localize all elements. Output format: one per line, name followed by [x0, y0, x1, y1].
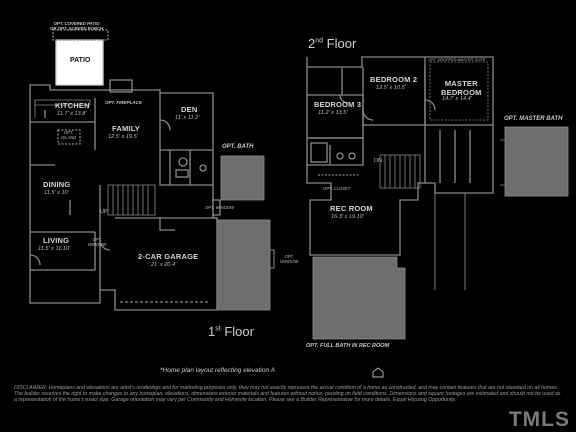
dn-label: DN: [374, 158, 382, 164]
opt-window-living-label: OPT. WINDOW: [88, 237, 107, 247]
rec-room-name: REC ROOM: [330, 204, 373, 213]
patio-block: [55, 39, 104, 86]
bedroom3-dim: 11.2' x 13.5': [318, 110, 348, 116]
master-name: MASTER BEDROOM: [441, 79, 482, 97]
opt-master-bath-label: OPT. MASTER BATH: [504, 116, 563, 122]
patio-label: PATIO: [70, 57, 91, 64]
kitchen-dim: 11.7' x 13.8': [57, 111, 87, 117]
garage-name: 2-CAR GARAGE: [138, 252, 199, 261]
equal-housing-icon: [372, 367, 384, 378]
up-label: UP: [100, 209, 108, 215]
plan-caption: *Home plan layout reflecting elevation A: [160, 367, 276, 374]
bedroom3-name: BEDROOM 3: [314, 100, 362, 109]
mls-logo: TMLS: [508, 408, 570, 431]
opt-bath-block: [220, 155, 265, 201]
dining-name: DINING: [43, 180, 71, 189]
opt-drapes-label: OPT. DROPPED MASTER SUITE: [428, 58, 486, 62]
opt-island-label: OPT. ISLAND: [61, 130, 77, 140]
bedroom2-dim: 12.5' x 10.5': [376, 85, 406, 91]
opt-window-garage-label: OPT. WINDOW: [280, 254, 299, 264]
floor1-title: 1st Floor: [208, 324, 254, 339]
den-name: DEN: [181, 105, 198, 114]
garage-dim: 21' x 20.4': [151, 262, 177, 268]
living-name: LIVING: [43, 236, 70, 245]
opt-fireplace-label: OPT. FIREPLACE: [105, 100, 142, 105]
disclaimer-text: DISCLAIMER: Homeplans and elevations are…: [14, 385, 561, 404]
opt-master-bath-block: [504, 126, 569, 197]
opt-closet-label: OPT. CLOSET: [323, 186, 351, 191]
floor2-title: 2nd Floor: [308, 36, 357, 51]
rec-room-dim: 16.3' x 19.10': [331, 214, 364, 220]
family-name: FAMILY: [112, 124, 141, 133]
dining-dim: 11.5' x 10': [44, 190, 69, 196]
master-dim: 14.7' x 14.4': [442, 96, 472, 102]
opt-window-den-label: OPT. WINDOW: [205, 205, 234, 210]
opt-full-bath-block: [312, 256, 406, 340]
covered-patio-label: OPT. COVERED PATIO OR OPT. SCREEN PORCH: [50, 21, 104, 31]
den-dim: 11' x 11.2': [175, 115, 200, 121]
family-dim: 12.5' x 19.5': [108, 134, 138, 140]
living-dim: 11.5' x 11.10': [38, 246, 71, 252]
opt-bath-label: OPT. BATH: [222, 144, 254, 150]
kitchen-name: KITCHEN: [55, 101, 90, 110]
bedroom2-name: BEDROOM 2: [370, 75, 418, 84]
opt-full-bath-label: OPT. FULL BATH IN REC ROOM: [306, 343, 390, 349]
garage-extension-block: [216, 219, 271, 311]
